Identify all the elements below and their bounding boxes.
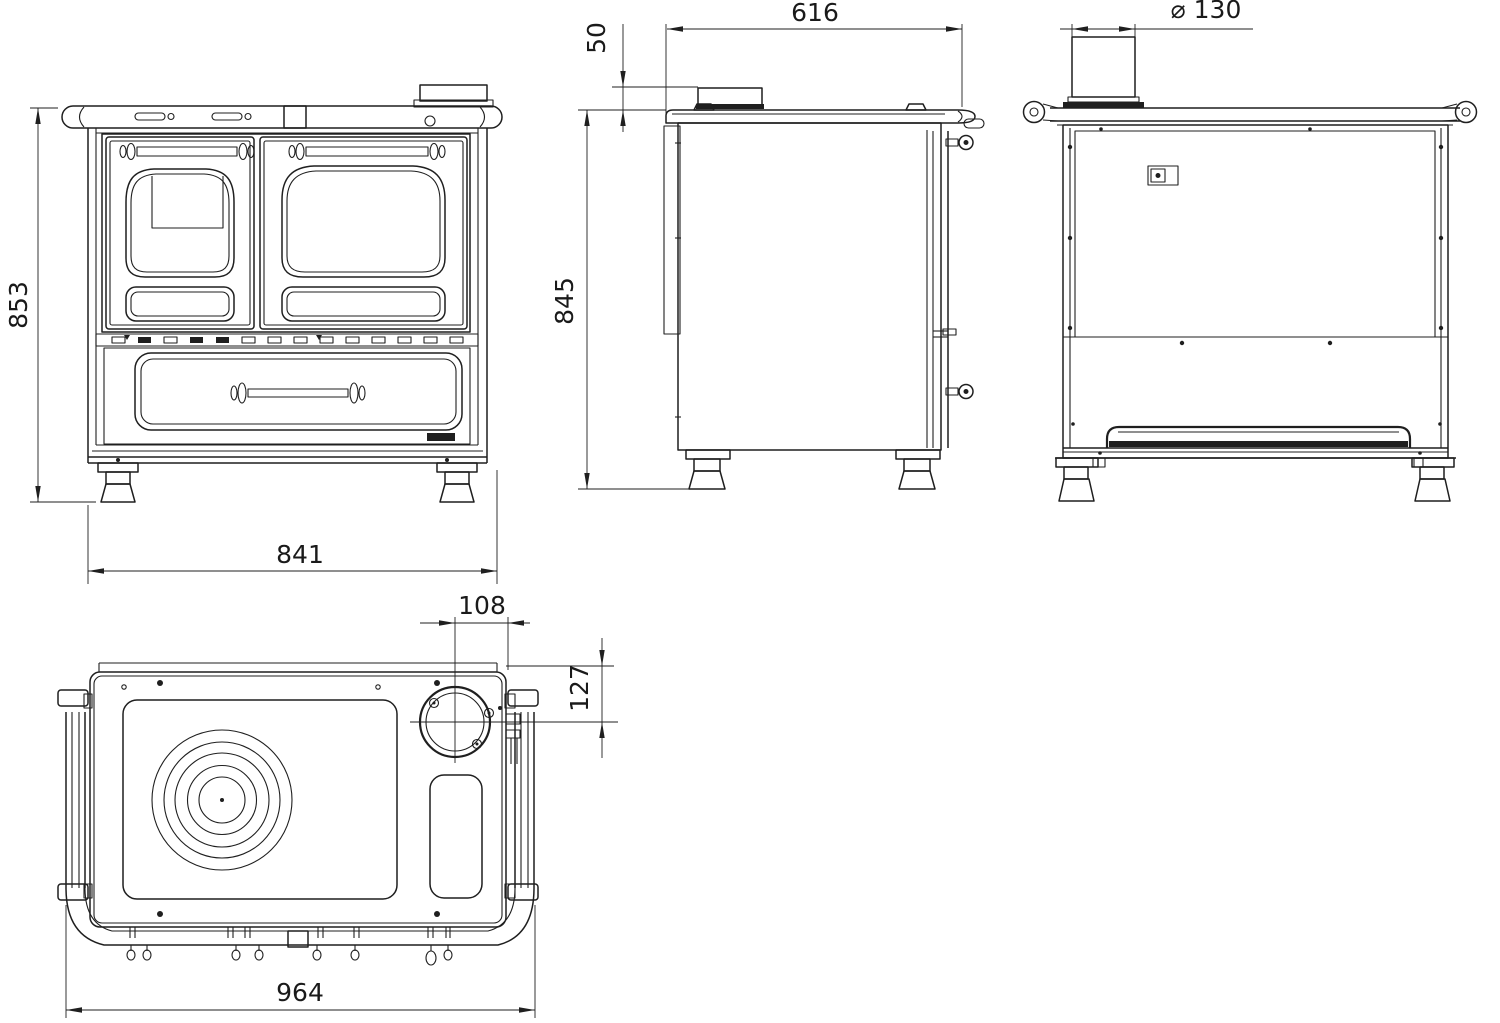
door-handle <box>119 142 255 161</box>
foot-front-left <box>97 462 139 503</box>
damper-knob <box>424 115 436 127</box>
stove-body-side <box>663 122 974 490</box>
back-view: ⌀ 130 <box>1022 0 1478 502</box>
hinge-bracket-top <box>506 713 521 764</box>
hotplate-rings <box>151 729 293 871</box>
dim-top-width: 964 <box>276 978 324 1007</box>
side-heat-shield <box>663 125 681 335</box>
front-dimensions: 853 841 <box>4 107 498 584</box>
rail-bracket <box>905 103 927 111</box>
door-window <box>125 168 235 278</box>
dim-top-flue-from-back: 127 <box>565 664 594 712</box>
flue-stub-front <box>413 84 494 108</box>
top-dimensions: 108 127 964 <box>65 591 614 1018</box>
handle-rail-left <box>57 689 93 901</box>
flue-pipe-back <box>1063 36 1144 108</box>
foot-side-front <box>685 449 731 490</box>
hinge-knob-upper <box>945 134 974 151</box>
flue-stub-side <box>696 87 764 109</box>
stove-body-back <box>1055 124 1456 502</box>
foot-side-rear <box>895 449 941 490</box>
top-view: 108 127 964 <box>57 591 618 1018</box>
handle-rail-front <box>65 887 535 966</box>
side-dimensions: 616 50 845 <box>550 0 963 490</box>
foot-front-right <box>436 462 478 503</box>
side-view: 616 50 845 <box>550 0 985 490</box>
rail-end-left <box>1022 100 1046 124</box>
firebox-opening <box>151 176 224 229</box>
dim-front-width: 841 <box>276 540 324 569</box>
back-dimensions: ⌀ 130 <box>1060 0 1253 37</box>
rail-center-joint <box>287 930 309 948</box>
firebox-door <box>105 136 255 330</box>
door-handle <box>288 142 446 161</box>
door-lower-panel <box>125 286 235 322</box>
junction-box <box>1147 165 1179 186</box>
front-view: 853 841 <box>4 84 503 584</box>
top-plate-side <box>665 103 985 129</box>
hob-plate <box>122 699 398 900</box>
foot-back-left <box>1055 457 1099 502</box>
brand-label <box>427 433 455 441</box>
rail-end-right <box>1454 100 1478 124</box>
oven-door <box>259 136 468 330</box>
top-slot <box>134 112 166 121</box>
dim-side-depth: 616 <box>791 0 839 27</box>
drawer-handle <box>230 382 366 404</box>
dim-back-flue-diameter: ⌀ 130 <box>1171 0 1242 24</box>
stove-body-front <box>87 128 488 503</box>
dim-top-flue-from-right: 108 <box>458 591 506 620</box>
vent-strip <box>95 333 479 347</box>
back-panel <box>1074 130 1436 338</box>
base-recess <box>1105 425 1412 448</box>
wood-drawer <box>103 347 471 445</box>
dim-side-flue-height: 50 <box>582 22 611 54</box>
latch-hooks <box>126 945 453 966</box>
foot-back-right <box>1411 457 1455 502</box>
hinge-knob-lower <box>945 383 974 400</box>
top-plate <box>89 617 618 928</box>
door-latch <box>942 328 957 336</box>
rail-bracket <box>693 103 715 111</box>
door-handle-profile <box>963 118 985 129</box>
handle-rail-right <box>504 689 539 901</box>
door-lower-panel <box>281 286 446 322</box>
warming-recess <box>429 774 483 899</box>
top-slot <box>211 112 243 121</box>
door-window <box>281 165 446 278</box>
towel-rail-front <box>61 105 503 129</box>
dim-front-height: 853 <box>4 281 33 329</box>
dim-side-height: 845 <box>550 277 579 325</box>
